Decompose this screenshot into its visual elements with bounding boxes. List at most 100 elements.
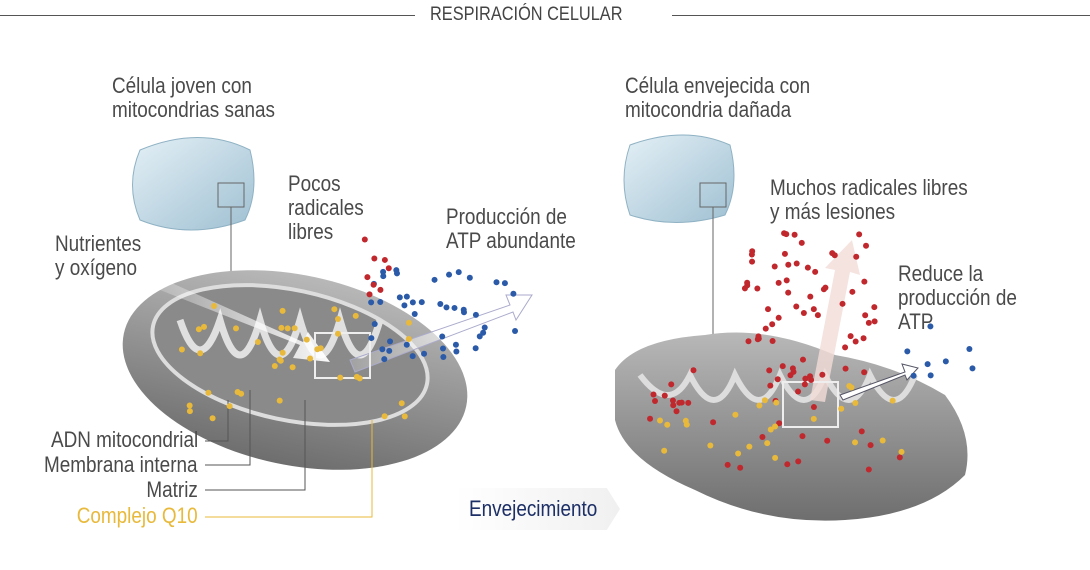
q10-dot xyxy=(186,408,193,415)
atp-dot xyxy=(437,300,444,307)
atp-dot xyxy=(380,273,387,280)
radical-dot xyxy=(364,274,371,281)
q10-dot xyxy=(276,356,283,363)
atp-dot xyxy=(451,304,458,311)
radical-dot xyxy=(766,367,773,374)
atp-dot xyxy=(481,324,488,331)
q10-dot xyxy=(664,421,671,428)
q10-dot xyxy=(337,374,344,381)
radical-dot xyxy=(650,391,657,398)
atp-dot xyxy=(904,348,911,355)
atp-dot xyxy=(452,341,459,348)
q10-dot xyxy=(381,413,388,420)
atp-dot xyxy=(910,372,917,379)
q10-dot xyxy=(756,402,763,409)
radical-dot xyxy=(853,253,860,260)
diagram-title: RESPIRACIÓN CELULAR xyxy=(0,4,1090,26)
radical-dot xyxy=(860,335,867,342)
q10-dot xyxy=(838,405,845,412)
q10-dot xyxy=(898,448,905,455)
radical-dot xyxy=(861,369,868,376)
atp-dot xyxy=(466,274,473,281)
radical-dot xyxy=(754,285,761,292)
atp-dot xyxy=(446,271,453,278)
radical-dot xyxy=(775,279,782,286)
radical-dot xyxy=(779,363,786,370)
atp-dot xyxy=(431,276,438,283)
radical-dot xyxy=(824,437,831,444)
radical-dot xyxy=(755,333,762,340)
atp-dot xyxy=(455,269,462,276)
radical-dot xyxy=(839,300,846,307)
radical-dot xyxy=(896,454,903,461)
atp-dot xyxy=(368,299,375,306)
radical-dot xyxy=(801,381,808,388)
q10-dot xyxy=(773,399,780,406)
radical-dot xyxy=(819,371,826,378)
atp-dot xyxy=(924,361,931,368)
atp-dot xyxy=(439,333,446,340)
radical-dot xyxy=(858,428,865,435)
atp-dot xyxy=(443,304,450,311)
atp-dot xyxy=(472,345,479,352)
q10-dot xyxy=(291,325,298,332)
atp-dot xyxy=(409,353,416,360)
atp-dot xyxy=(371,321,378,328)
radical-dot xyxy=(749,258,756,265)
radical-dot xyxy=(769,321,776,328)
radical-dot xyxy=(381,256,388,263)
radical-dot xyxy=(741,285,748,292)
atp-dot xyxy=(381,356,388,363)
radical-dot xyxy=(799,433,806,440)
old-cell-icon xyxy=(623,134,735,223)
radical-dot xyxy=(842,365,849,372)
q10-dot xyxy=(197,350,204,357)
radical-dot xyxy=(669,397,676,404)
q10-dot xyxy=(772,454,779,461)
atp-dot xyxy=(387,338,394,345)
radical-dot xyxy=(807,293,814,300)
q10-dot xyxy=(405,335,412,342)
atp-arrow xyxy=(349,294,533,373)
atp-dot xyxy=(501,280,508,287)
radical-dot xyxy=(800,310,807,317)
radical-dot xyxy=(759,434,766,441)
q10-dot xyxy=(317,345,324,352)
q10-dot xyxy=(276,397,283,404)
atp-dot xyxy=(942,358,949,365)
atp-dot xyxy=(493,279,500,286)
q10-dot xyxy=(746,443,753,450)
radical-dot xyxy=(842,344,849,351)
q10-dot xyxy=(848,384,855,391)
radical-dot xyxy=(737,464,744,471)
q10-dot xyxy=(186,402,193,409)
radical-dot xyxy=(847,333,854,340)
q10-dot xyxy=(284,325,291,332)
young-cell-icon xyxy=(132,137,255,231)
q10-dot xyxy=(209,415,216,422)
q10-dot xyxy=(307,355,314,362)
q10-dot xyxy=(233,325,240,332)
q10-dot xyxy=(889,397,896,404)
atp-dot xyxy=(421,350,428,357)
radical-dot xyxy=(789,365,796,372)
q10-dot xyxy=(178,346,185,353)
atp-dot xyxy=(377,299,384,306)
atp-dot xyxy=(393,267,400,274)
q10-dot xyxy=(879,437,886,444)
atp-dot xyxy=(460,309,467,316)
q10-dot xyxy=(205,389,212,396)
radical-dot xyxy=(762,325,769,332)
radical-dot xyxy=(710,419,717,426)
radical-dot xyxy=(871,304,878,311)
radical-dot xyxy=(676,399,683,406)
atp-dot xyxy=(512,328,519,335)
q10-dot xyxy=(211,303,218,310)
atp-dot xyxy=(403,293,410,300)
